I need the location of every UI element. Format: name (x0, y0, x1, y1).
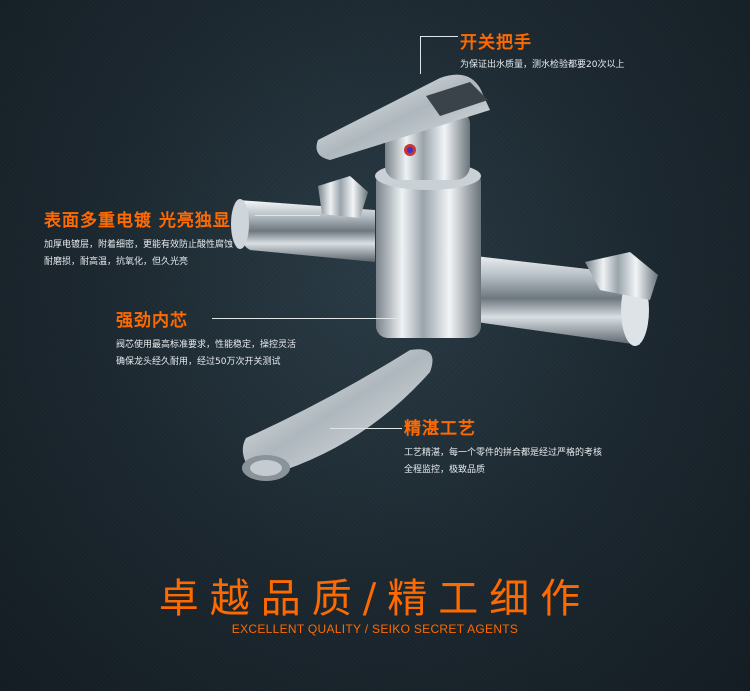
plating-desc-line1: 加厚电镀层，附着细密，更能有效防止酸性腐蚀 (44, 240, 234, 250)
callout-craft: 精湛工艺 工艺精湛，每一个零件的拼合都是经过严格的考核 全程监控，极致品质 (404, 414, 602, 479)
core-desc-line1: 阀芯使用最高标准要求，性能稳定，操控灵活 (116, 340, 297, 350)
callout-plating: 表面多重电镀 光亮独显 加厚电镀层，附着细密，更能有效防止酸性腐蚀 耐磨损，耐高… (44, 206, 233, 271)
callout-handle: 开关把手 为保证出水质量，测水检验都要20次以上 (460, 28, 624, 74)
plating-title: 表面多重电镀 光亮独显 (44, 211, 231, 231)
faucet-image (231, 74, 658, 481)
callout-core: 强劲内芯 阀芯使用最高标准要求，性能稳定，操控灵活 确保龙头经久耐用，经过50万… (116, 306, 296, 371)
handle-desc: 为保证出水质量，测水检验都要20次以上 (460, 60, 625, 70)
plating-leader-line (255, 215, 320, 216)
craft-desc-line1: 工艺精湛，每一个零件的拼合都是经过严格的考核 (404, 448, 603, 458)
plating-desc-line2: 耐磨损，耐高温，抗氧化，但久光亮 (44, 257, 189, 267)
footer-subtitle: EXCELLENT QUALITY / SEIKO SECRET AGENTS (231, 622, 519, 636)
craft-desc-line2: 全程监控，极致品质 (404, 465, 486, 475)
footer-title: 卓越品质/精工细作 (158, 576, 592, 622)
craft-title: 精湛工艺 (404, 419, 476, 439)
craft-leader-line (330, 428, 402, 429)
handle-leader-vertical (420, 36, 421, 74)
core-leader-line (212, 318, 400, 319)
handle-leader-line (420, 36, 458, 37)
core-desc-line2: 确保龙头经久耐用，经过50万次开关测试 (116, 357, 281, 367)
handle-title: 开关把手 (460, 33, 532, 53)
core-title: 强劲内芯 (116, 311, 188, 331)
